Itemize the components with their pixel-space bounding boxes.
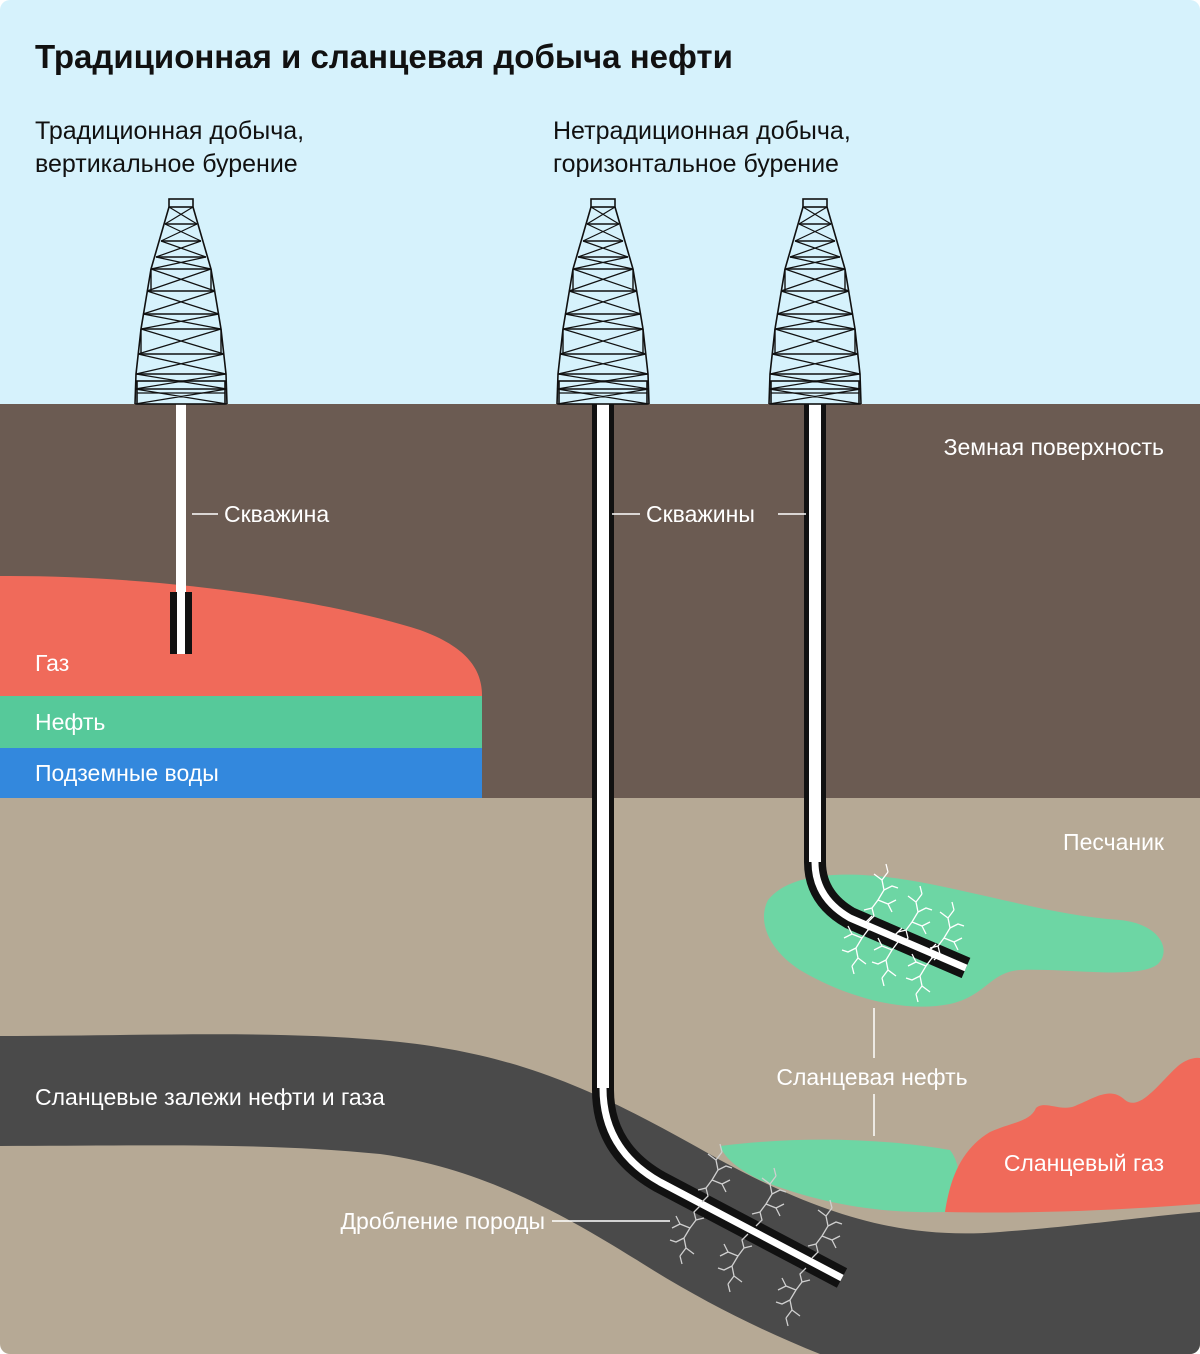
shale-oil-pocket-upper (763, 874, 1164, 1007)
vertical-well-core (177, 592, 185, 654)
vertical-well-shaft (176, 404, 186, 592)
label-rock-fracturing: Дробление породы (340, 1208, 545, 1234)
shale-gas-pocket (945, 1057, 1200, 1213)
section-unconventional-line2: горизонтальное бурение (553, 150, 839, 178)
horizontal-well-lower-branch (599, 1087, 844, 1282)
shale-deposits-layer (0, 1034, 1200, 1354)
horizontal-well-upper-branch (811, 861, 968, 972)
shale-oil-pocket-lower (720, 1139, 959, 1213)
label-shale-oil: Сланцевая нефть (776, 1064, 967, 1090)
section-traditional-line1: Традиционная добыча, (35, 117, 304, 145)
gas-reservoir (0, 575, 482, 696)
sky-layer (0, 0, 1200, 404)
page-title: Традиционная и сланцевая добыча нефти (35, 38, 733, 75)
label-oil: Нефть (35, 709, 105, 735)
groundwater-layer (0, 748, 482, 798)
label-shale-deposits: Сланцевые залежи нефти и газа (35, 1084, 385, 1110)
label-groundwater: Подземные воды (35, 760, 219, 786)
label-well-single: Скважина (224, 501, 329, 527)
oil-reservoir (0, 696, 482, 748)
section-traditional-line2: вертикальное бурение (35, 150, 298, 178)
label-shale-gas: Сланцевый газ (1004, 1150, 1164, 1176)
section-unconventional-line1: Нетрадиционная добыча, (553, 117, 851, 145)
label-sandstone: Песчаник (1063, 829, 1165, 855)
label-gas: Газ (35, 650, 69, 676)
label-earth-surface: Земная поверхность (944, 434, 1164, 460)
label-wells-multi: Скважины (646, 501, 755, 527)
